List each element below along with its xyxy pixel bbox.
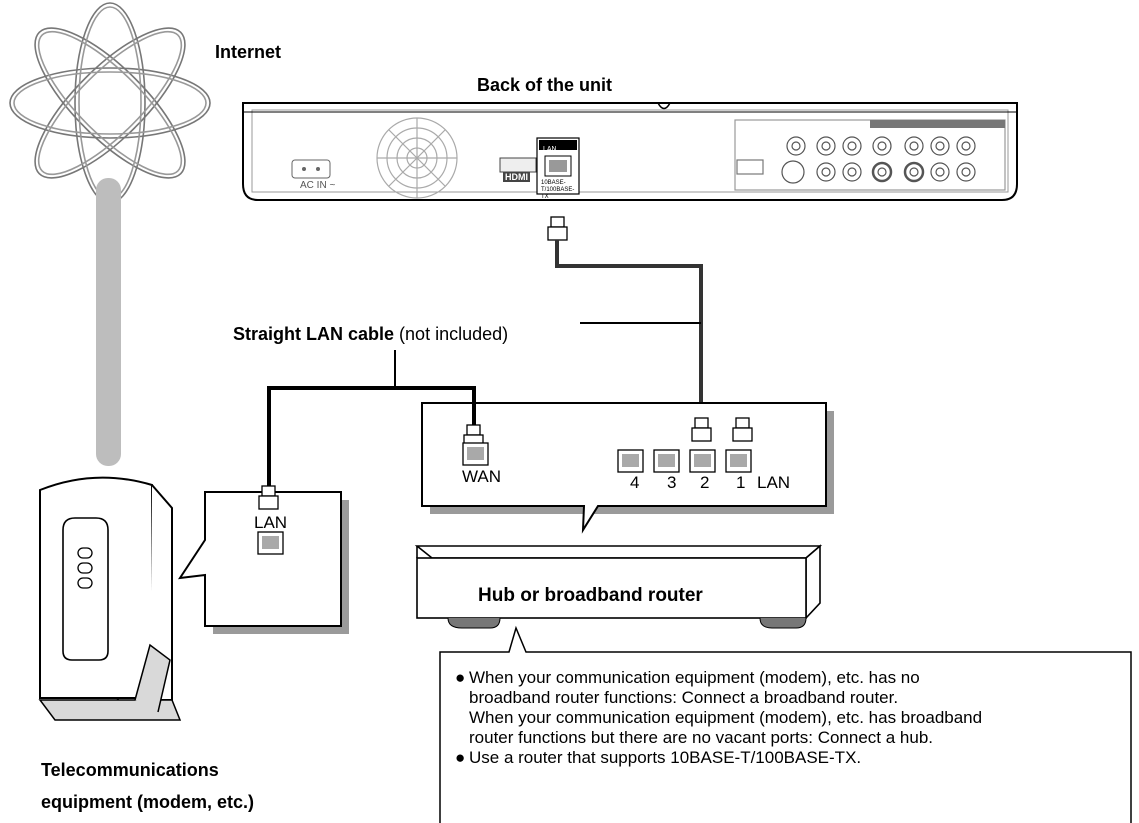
unit-back-panel xyxy=(242,102,1018,201)
note-line: When your communication equipment (modem… xyxy=(469,668,920,687)
internet-pole xyxy=(96,178,121,466)
ac-inlet-icon xyxy=(291,159,331,179)
notes-list: ● When your communication equipment (mod… xyxy=(455,668,1135,768)
router-lan-label: LAN xyxy=(757,473,791,492)
unit-lan-label: LAN xyxy=(543,146,557,153)
lan-cable-label: Straight LAN cable (not included) xyxy=(233,324,508,345)
modem-lan-label: LAN xyxy=(254,513,288,532)
router-lan-plug-icon xyxy=(691,417,712,442)
unit-hdmi-label: HDMI xyxy=(503,172,530,182)
bullet-icon: ● xyxy=(455,668,466,687)
lan-port-number: 1 xyxy=(736,473,746,492)
wan-port-label: WAN xyxy=(462,467,502,486)
modem-to-router-cable xyxy=(267,386,476,486)
lan-port-number: 3 xyxy=(667,473,677,492)
note-line: router functions but there are no vacant… xyxy=(469,728,934,747)
note-item: ● Use a router that supports 10BASE-T/10… xyxy=(455,748,1135,768)
unit-to-router-cable xyxy=(555,240,703,420)
note-item: ● When your communication equipment (mod… xyxy=(455,668,1135,748)
hdmi-port-icon xyxy=(499,157,537,173)
lan-cable-title: Straight LAN cable xyxy=(233,324,395,344)
fan-vent-icon xyxy=(376,117,458,199)
router-device-icon xyxy=(414,544,823,629)
wan-port-icon xyxy=(462,442,489,466)
telecom-line-2: equipment (modem, etc.) xyxy=(41,792,255,812)
telecom-label: Telecommunications equipment (modem, etc.… xyxy=(41,754,254,818)
unit-lan-plug-icon xyxy=(547,216,568,241)
modem-port-panel xyxy=(177,491,349,634)
lan-cable-note: (not included) xyxy=(399,324,509,344)
modem-lan-plug-icon xyxy=(258,485,279,510)
note-line: Use a router that supports 10BASE-T/100B… xyxy=(469,748,862,767)
internet-label: Internet xyxy=(215,42,282,62)
lan-port-number: 4 xyxy=(630,473,640,492)
router-lan-ports xyxy=(617,449,752,473)
bullet-icon: ● xyxy=(455,748,466,767)
unit-ac-label: AC IN ~ xyxy=(300,180,336,191)
telecom-line-1: Telecommunications xyxy=(41,760,219,780)
modem-lan-port-icon xyxy=(257,531,284,555)
modem-device-icon xyxy=(38,476,182,721)
internet-globe-icon xyxy=(9,2,211,204)
note-line: broadband router functions: Connect a br… xyxy=(469,688,899,707)
av-connectors xyxy=(734,119,1006,191)
unit-base-label: 10BASE-T/100BASE-TX xyxy=(541,180,575,200)
notes-callout-box xyxy=(439,625,1132,823)
router-label: Hub or broadband router xyxy=(478,585,703,606)
note-line: When your communication equipment (modem… xyxy=(469,708,983,727)
lan-port-number: 2 xyxy=(700,473,710,492)
back-of-unit-label: Back of the unit xyxy=(477,75,613,95)
spare-lan-plug-icon xyxy=(732,417,753,442)
